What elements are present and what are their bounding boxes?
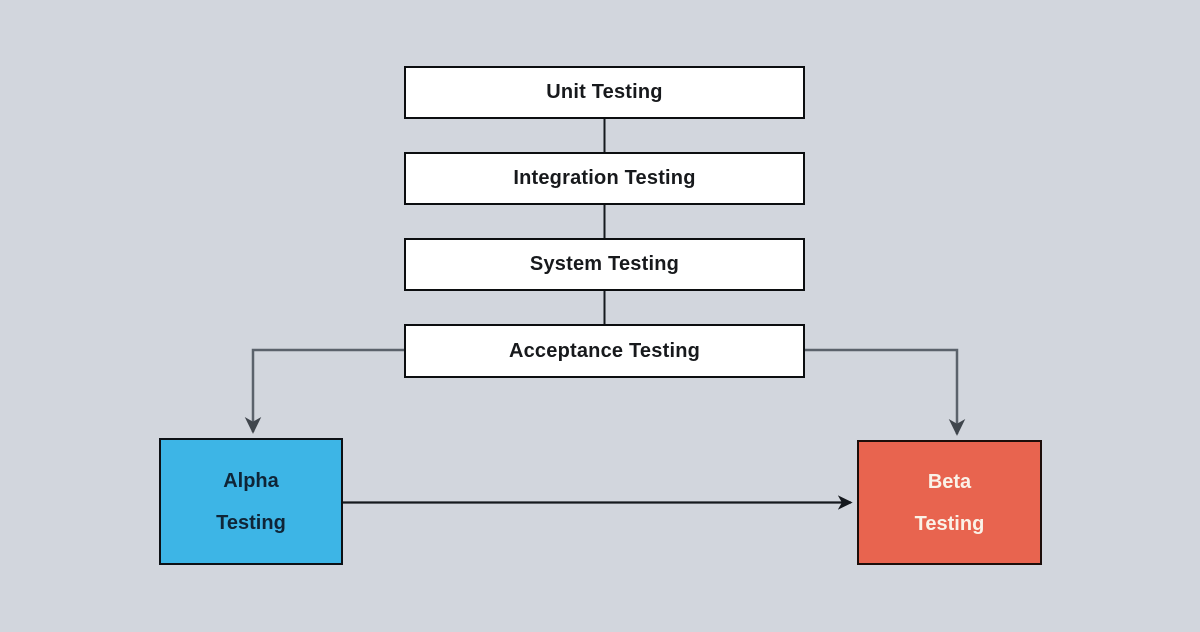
node-system-testing-label: System Testing xyxy=(529,253,680,275)
node-integration-testing: Integration Testing xyxy=(404,152,805,205)
node-beta-testing: Beta Testing xyxy=(857,440,1042,565)
node-system-testing: System Testing xyxy=(404,238,805,291)
node-unit-testing: Unit Testing xyxy=(404,66,805,119)
connector-acceptance-to-beta xyxy=(805,348,966,436)
node-beta-testing-label-line2: Testing xyxy=(914,512,985,535)
node-alpha-testing: Alpha Testing xyxy=(159,438,343,565)
node-alpha-testing-label-line1: Alpha xyxy=(223,469,279,492)
node-acceptance-testing: Acceptance Testing xyxy=(404,324,805,378)
node-acceptance-testing-label: Acceptance Testing xyxy=(508,339,701,362)
node-unit-testing-label: Unit Testing xyxy=(546,81,663,103)
connector-acceptance-to-alpha xyxy=(244,348,404,434)
node-beta-testing-label-line1: Beta xyxy=(927,470,972,493)
node-integration-testing-label: Integration Testing xyxy=(513,167,696,189)
node-alpha-testing-label-line2: Testing xyxy=(216,511,286,534)
